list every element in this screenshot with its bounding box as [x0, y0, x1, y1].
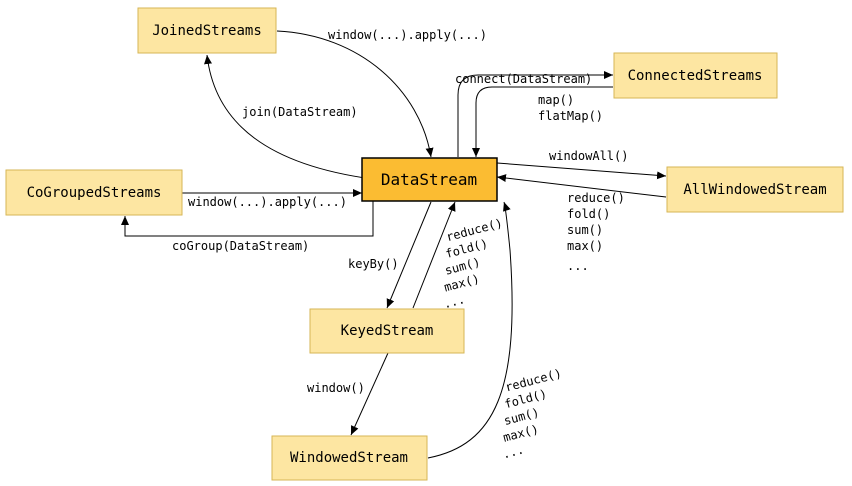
label-cogroup: coGroup(DataStream)	[172, 239, 309, 253]
label-windowed-agg-ellipsis: ...	[501, 442, 526, 461]
label-cogroup-window-apply: window(...).apply(...)	[188, 195, 347, 209]
node-connectedstreams: ConnectedStreams	[613, 52, 778, 99]
edge-datastream-keyby	[386, 201, 432, 309]
label-all-agg-ellipsis: ...	[567, 259, 589, 273]
label-window: window()	[307, 381, 365, 395]
node-datastream: DataStream	[361, 157, 498, 202]
node-connectedstreams-label: ConnectedStreams	[628, 68, 763, 84]
edge-labels: window(...).apply(...) join(DataStream) …	[172, 28, 628, 462]
node-keyedstream: KeyedStream	[309, 308, 465, 354]
label-join: join(DataStream)	[242, 105, 358, 119]
label-all-agg-sum: sum()	[567, 223, 603, 237]
label-all-agg-fold: fold()	[567, 207, 610, 221]
label-all-agg-reduce: reduce()	[567, 191, 625, 205]
label-keyed-agg-ellipsis: ...	[442, 292, 467, 311]
node-joinedstreams: JoinedStreams	[137, 7, 277, 54]
node-allwindowedstream: AllWindowedStream	[666, 166, 844, 213]
label-map: map()	[538, 93, 574, 107]
keyed-agg-labels: reduce() fold() sum() max() ...	[442, 216, 504, 311]
node-windowedstream: WindowedStream	[271, 435, 428, 481]
node-joinedstreams-label: JoinedStreams	[152, 23, 262, 39]
edge-windowed-reduce	[427, 201, 513, 459]
edges	[121, 30, 667, 459]
edge-allwindowed-reduce	[496, 174, 667, 198]
edge-datastream-join	[204, 54, 373, 180]
label-joined-window-apply: window(...).apply(...)	[328, 28, 487, 42]
edge-keyed-window	[350, 352, 389, 436]
edge-joined-to-datastream	[276, 30, 434, 158]
label-windowall: windowAll()	[549, 149, 628, 163]
node-windowedstream-label: WindowedStream	[290, 450, 408, 466]
label-keyby: keyBy()	[348, 257, 399, 271]
node-allwindowedstream-label: AllWindowedStream	[683, 182, 826, 198]
label-connect: connect(DataStream)	[455, 72, 592, 86]
edge-datastream-windowall	[496, 162, 667, 180]
edge-connected-map	[472, 86, 613, 157]
edge-datastream-cogroup	[121, 201, 374, 237]
node-cogroupedstreams-label: CoGroupedStreams	[27, 185, 162, 201]
edge-keyed-reduce	[412, 201, 456, 309]
node-cogroupedstreams: CoGroupedStreams	[5, 169, 183, 216]
label-all-agg-max: max()	[567, 239, 603, 253]
node-keyedstream-label: KeyedStream	[341, 323, 434, 339]
node-datastream-label: DataStream	[381, 170, 477, 189]
windowed-agg-labels: reduce() fold() sum() max() ...	[501, 366, 563, 461]
edge-datastream-connect	[457, 71, 613, 157]
label-flatmap: flatMap()	[538, 109, 603, 123]
